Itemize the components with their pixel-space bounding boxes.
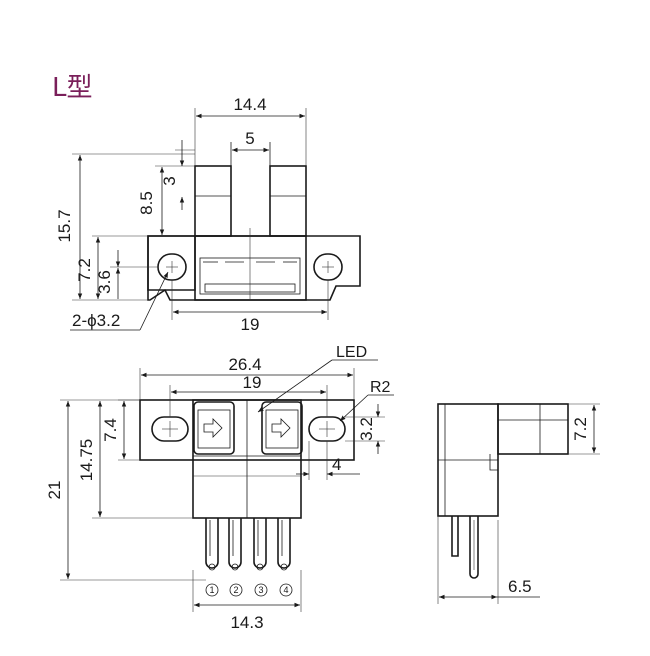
- dim-side-width: 6.5: [508, 577, 532, 596]
- top-view: 14.4 5 15.7 8.5 3 7.2 3.6 19: [55, 95, 361, 334]
- dim-tab-height: 3: [160, 176, 179, 185]
- dim-hole-height: 3.6: [95, 270, 114, 294]
- pin-number: 2: [233, 585, 238, 595]
- left-arrow-icon: [203, 418, 223, 438]
- drawing-title: L型: [52, 73, 93, 103]
- dim-front-hole-pitch: 19: [243, 373, 262, 392]
- pin-number: 4: [283, 585, 288, 595]
- pin-number-circle: [205, 583, 219, 597]
- side-arm: [497, 403, 569, 455]
- right-arrow-icon: [271, 418, 291, 438]
- dim-front-width: 26.4: [228, 355, 261, 374]
- top-body: [194, 235, 307, 301]
- dim-top-width: 14.4: [233, 95, 266, 114]
- dim-top-hole-pitch: 19: [241, 315, 260, 334]
- dim-slot-width: 5: [245, 129, 254, 148]
- right-tower: [269, 165, 307, 237]
- dim-hole-diameter: 3.2: [357, 417, 376, 441]
- top-flange: [147, 235, 361, 301]
- pin-number: 1: [209, 585, 214, 595]
- dim-slot-offset: 4: [332, 455, 341, 474]
- radius-label: R2: [370, 379, 391, 396]
- dim-front-overall-height: 21: [45, 481, 64, 500]
- dim-lower-height: 7.2: [75, 258, 94, 282]
- dim-overall-height: 15.7: [55, 209, 74, 242]
- pin-number-circle: [229, 583, 243, 597]
- led-label: LED: [336, 344, 367, 361]
- pin-number-circle: [279, 583, 293, 597]
- dim-pin-span: 14.3: [230, 613, 263, 632]
- dim-upper-height: 8.5: [137, 191, 156, 215]
- front-view: 1 2 3 4 26.4 19 LED R2 3.2 4: [45, 344, 394, 632]
- right-led-window: [261, 401, 303, 455]
- pin-number-circle: [254, 583, 268, 597]
- side-view: 7.2 6.5: [437, 403, 600, 604]
- pins: [205, 518, 291, 571]
- dim-side-height: 7.2: [571, 417, 590, 441]
- hole-callout: 2-ϕ3.2: [72, 311, 120, 330]
- dim-body-height: 14.75: [77, 439, 96, 482]
- left-led-window: [193, 401, 235, 455]
- left-tower: [194, 165, 232, 237]
- dim-flange-height: 7.4: [101, 418, 120, 442]
- pin-number: 3: [258, 585, 263, 595]
